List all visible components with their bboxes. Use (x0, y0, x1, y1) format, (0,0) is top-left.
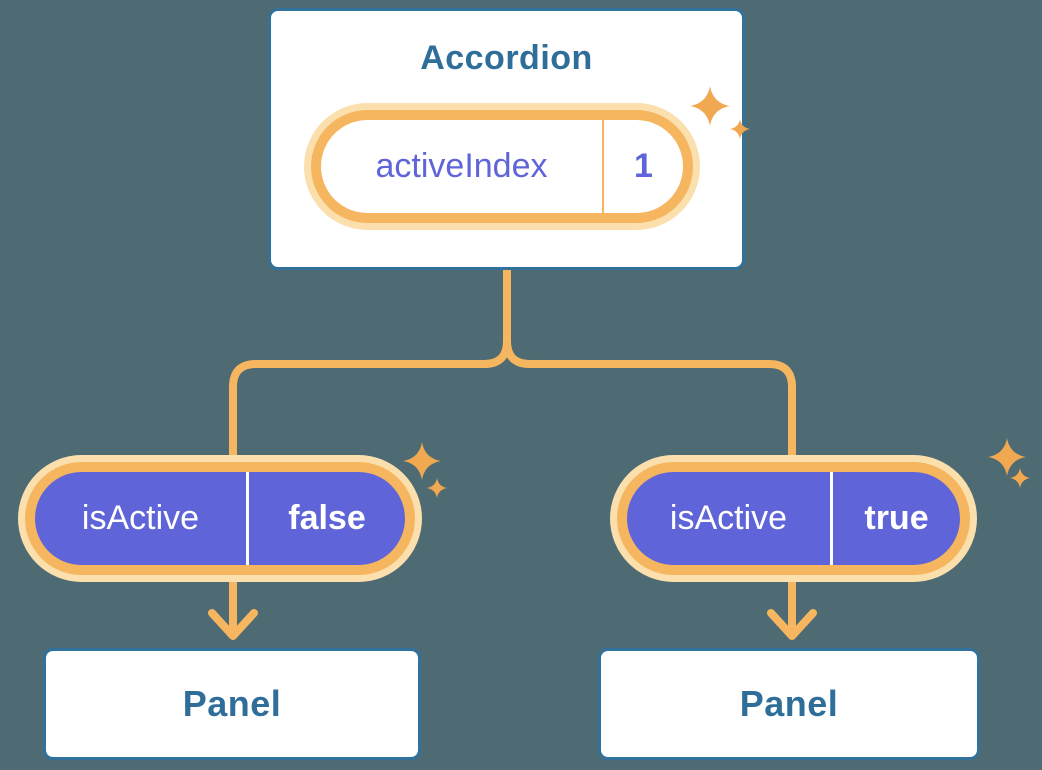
branch-left-line (229, 266, 511, 470)
pill-divider (246, 472, 249, 565)
accordion-title: Accordion (420, 39, 593, 77)
sparkle-icon (690, 86, 750, 139)
sparkle-icon (988, 438, 1030, 488)
branch-right-line (503, 266, 796, 470)
pill-divider (830, 472, 833, 565)
panel-component-box-right: Panel (598, 648, 980, 760)
panel-component-box-left: Panel (43, 648, 421, 760)
prop-pill-isactive-false: isActive false (18, 455, 422, 582)
sparkle-icon (403, 442, 447, 498)
prop-label: isActive (669, 499, 788, 537)
state-pill-body: activeIndex 1 (311, 110, 693, 223)
prop-pill-body: isActive false (25, 462, 415, 575)
state-label: activeIndex (375, 147, 548, 185)
prop-value: true (864, 499, 929, 537)
state-value: 1 (634, 147, 653, 185)
state-pill-activeindex: activeIndex 1 (304, 103, 700, 230)
pill-divider (602, 120, 604, 213)
prop-pill-body: isActive true (617, 462, 970, 575)
panel-title: Panel (182, 683, 282, 724)
prop-label: isActive (81, 499, 200, 537)
prop-pill-isactive-true: isActive true (610, 455, 977, 582)
prop-value: false (288, 499, 366, 537)
panel-title: Panel (739, 683, 839, 724)
